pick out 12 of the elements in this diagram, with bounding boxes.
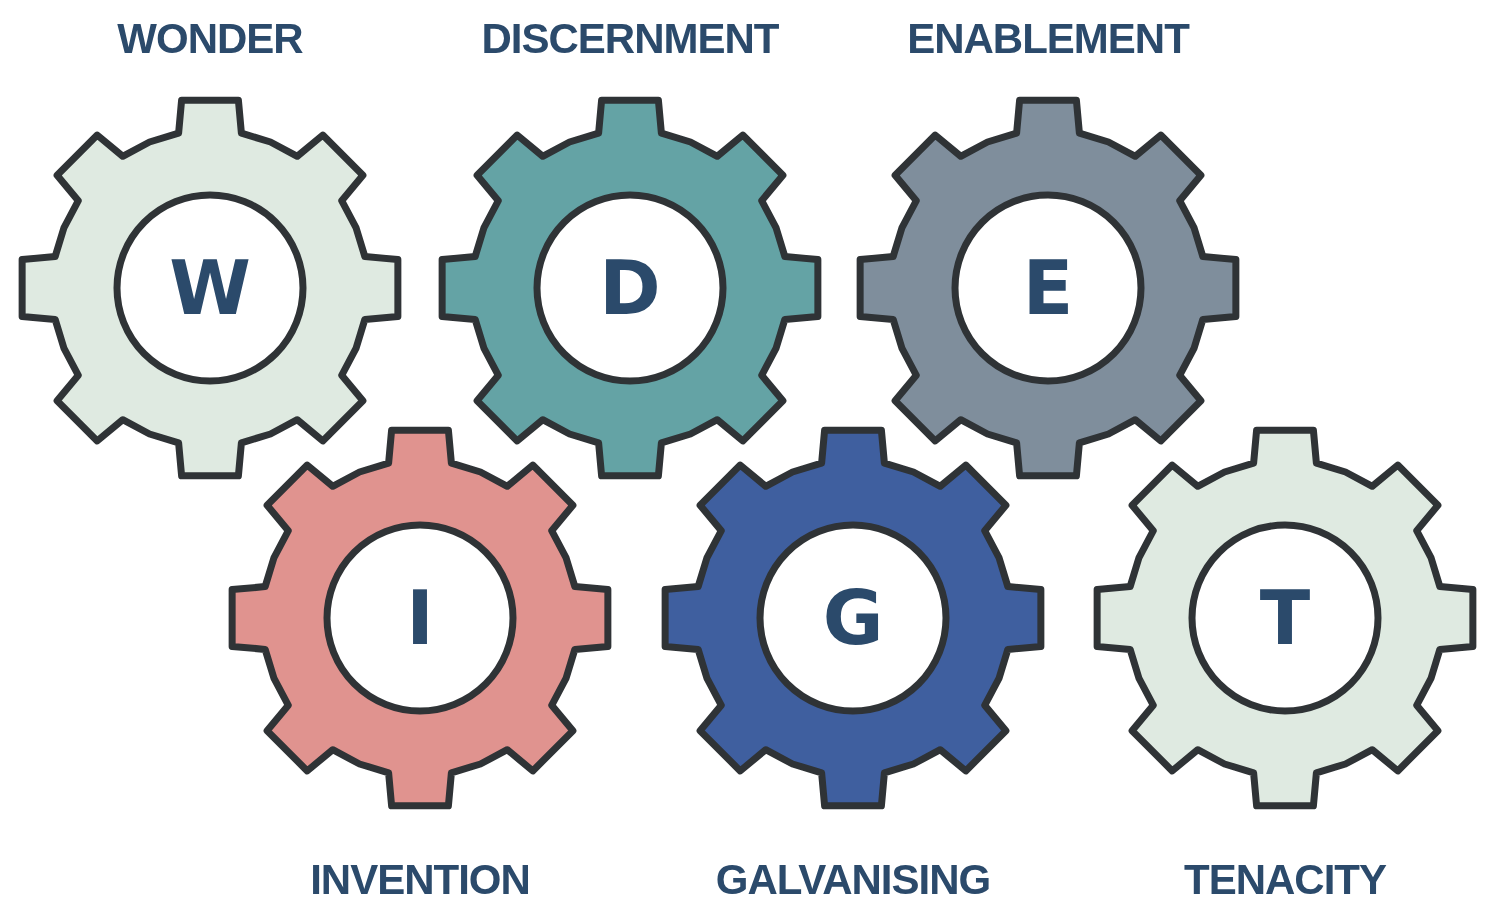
gear-heading: WONDER xyxy=(116,14,304,64)
gear-letter: D xyxy=(598,248,662,328)
gear-letter: T xyxy=(1258,578,1312,658)
gear-letter: G xyxy=(821,578,885,658)
gear-letter: W xyxy=(168,248,252,328)
gear-heading: ENABLEMENT xyxy=(906,14,1191,64)
gear-heading: INVENTION xyxy=(309,855,531,905)
gear-letter: E xyxy=(1021,248,1075,328)
gear-heading: TENACITY xyxy=(1183,855,1387,905)
gear-heading: DISCERNMENT xyxy=(480,14,780,64)
gear-heading: GALVANISING xyxy=(714,855,992,905)
gear-letter: I xyxy=(405,578,435,658)
